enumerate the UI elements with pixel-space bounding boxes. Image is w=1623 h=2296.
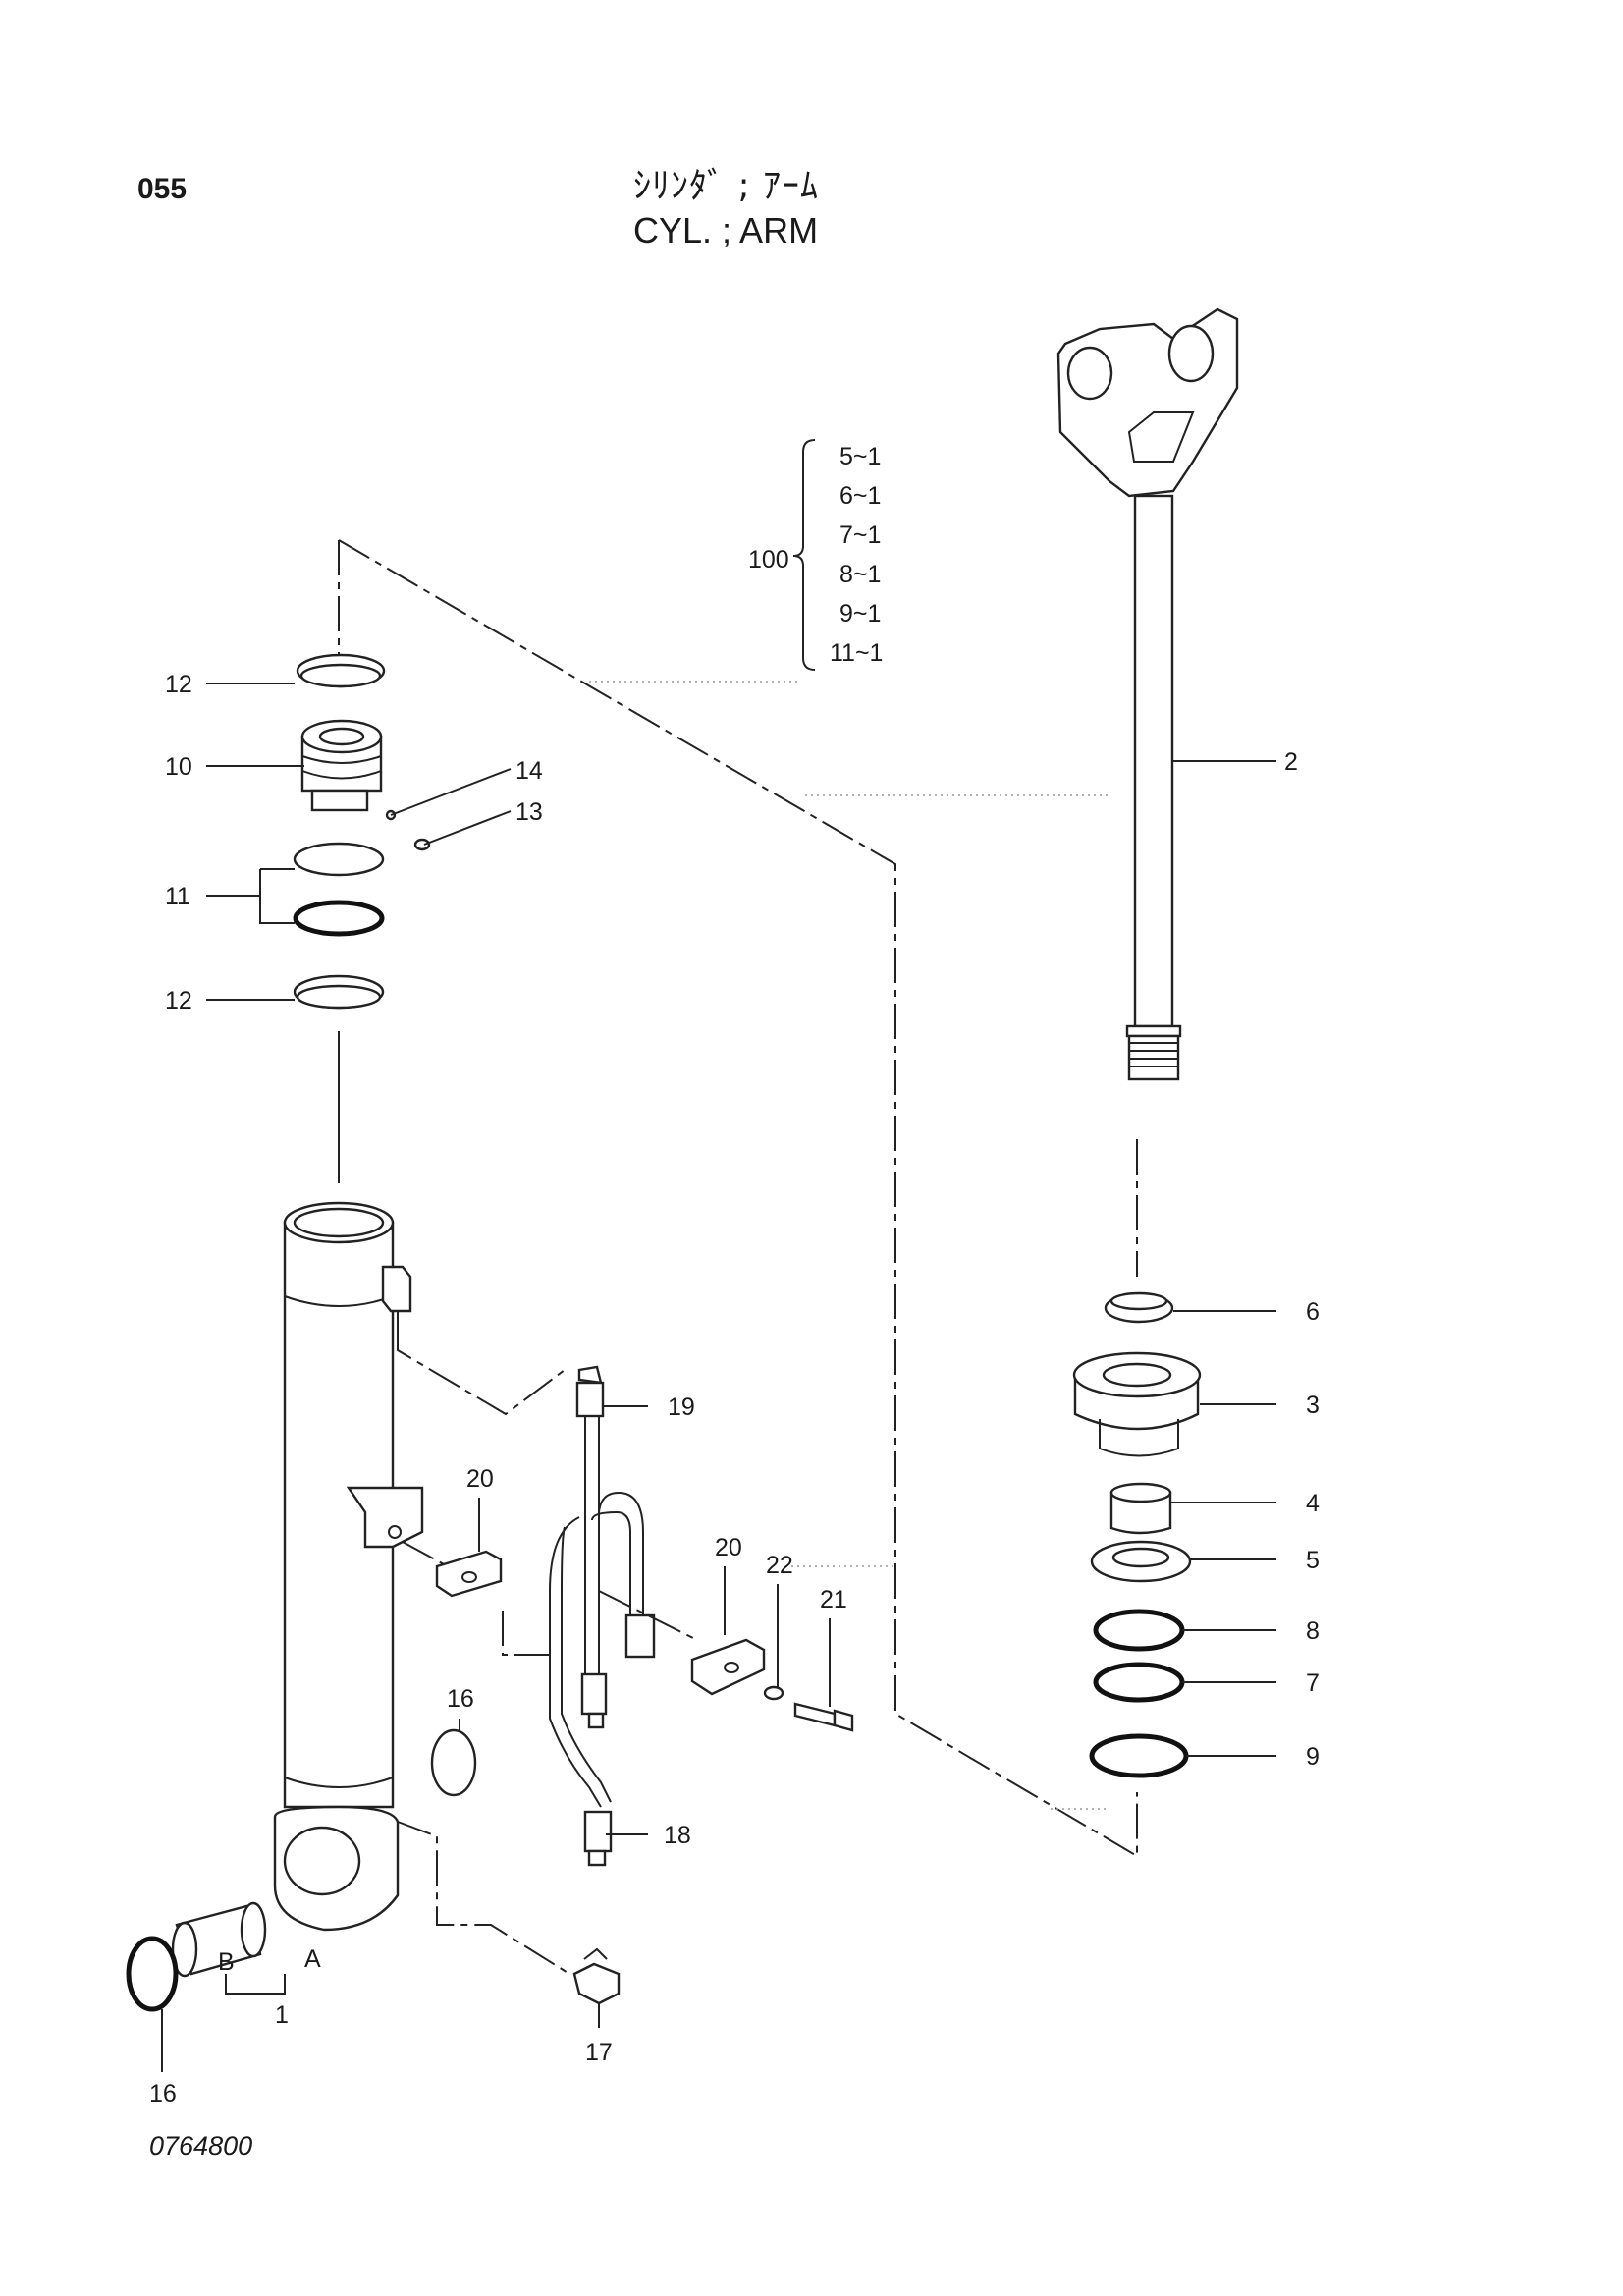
- assembly-item: 8~1: [839, 561, 881, 588]
- callout-6: 6: [1306, 1298, 1320, 1326]
- callout-7: 7: [1306, 1669, 1320, 1697]
- assembly-number: 100: [748, 546, 789, 574]
- callout-17: 17: [585, 2039, 613, 2066]
- bushing-parts: [126, 1728, 477, 2012]
- callout-16: 16: [149, 2080, 177, 2107]
- assembly-item: 7~1: [839, 521, 881, 549]
- callout-18: 18: [664, 1822, 691, 1849]
- callout-4: 4: [1306, 1490, 1320, 1517]
- callout-2: 2: [1284, 748, 1298, 776]
- piston-parts: [293, 653, 431, 1183]
- callout-20: 20: [466, 1465, 494, 1493]
- callout-14: 14: [515, 757, 543, 785]
- callout-13: 13: [515, 798, 543, 826]
- callout-12: 12: [165, 671, 192, 698]
- assembly-100-group: 100 5~1 6~1 7~1 8~1 9~1 11~1: [589, 439, 883, 683]
- assembly-item: 9~1: [839, 600, 881, 628]
- rod-head-parts: [1072, 1291, 1202, 1778]
- title-english: CYL. ; ARM: [633, 210, 819, 250]
- callout-12: 12: [165, 987, 192, 1014]
- cylinder-tube: [273, 1201, 570, 1975]
- callout-20: 20: [715, 1534, 742, 1561]
- title-japanese: ｼﾘﾝﾀﾞ ; ｱｰﾑ: [633, 166, 820, 206]
- callout-leaders: [161, 683, 1276, 2072]
- callout-21: 21: [820, 1586, 847, 1613]
- page-number: 055: [137, 173, 188, 205]
- hose-assemblies: [549, 1365, 656, 2028]
- drawing-number: 0764800: [149, 2131, 253, 2160]
- assembly-item: 11~1: [830, 639, 883, 667]
- callout-10: 10: [165, 753, 192, 781]
- callout-19: 19: [668, 1394, 695, 1421]
- callout-9: 9: [1306, 1743, 1320, 1771]
- clamp-parts: [402, 1541, 854, 1732]
- callout-5: 5: [1306, 1547, 1320, 1574]
- piston-rod: [1056, 307, 1239, 1277]
- callout-8: 8: [1306, 1617, 1320, 1645]
- assembly-item: 6~1: [839, 482, 881, 510]
- callout-numbers: 12 10 11 12 14 13 2 6 3 4 5 8 7 9 19 20 …: [149, 671, 1320, 2107]
- callout-3: 3: [1306, 1392, 1320, 1419]
- callout-B: B: [218, 1948, 235, 1976]
- callout-1: 1: [275, 2001, 289, 2029]
- callout-22: 22: [766, 1552, 793, 1579]
- callout-16: 16: [447, 1685, 474, 1713]
- callout-A: A: [304, 1945, 321, 1973]
- assembly-item: 5~1: [839, 443, 881, 470]
- callout-11: 11: [165, 883, 190, 910]
